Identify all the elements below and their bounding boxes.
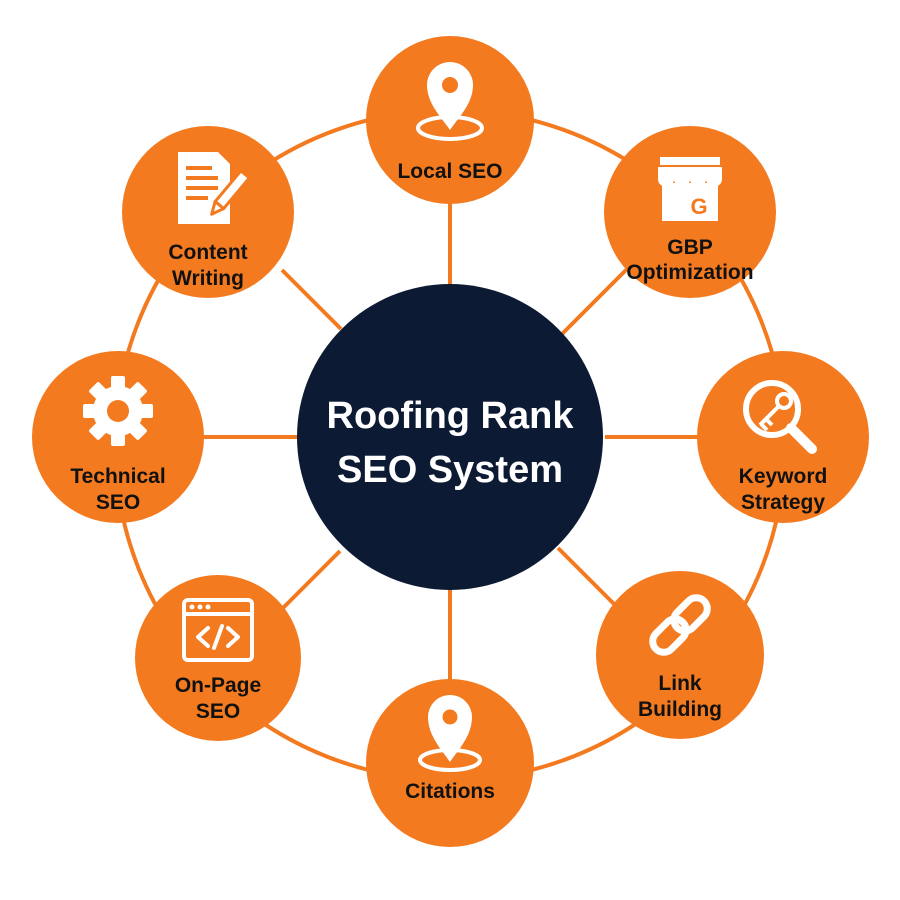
storefront-icon: G xyxy=(658,157,722,221)
center-title-line2: SEO System xyxy=(337,449,563,491)
node-label-line: On-Page xyxy=(175,674,261,697)
node-circle xyxy=(596,571,764,739)
node-keyword-strategy[interactable]: Keyword Strategy xyxy=(697,351,869,523)
node-technical-seo[interactable]: Technical SEO xyxy=(32,351,204,523)
node-on-page-seo[interactable]: On-Page SEO xyxy=(135,575,301,741)
node-circle xyxy=(366,679,534,847)
chain-link-icon xyxy=(649,594,711,656)
store-badge-letter: G xyxy=(690,194,707,219)
spoke-on-page-seo xyxy=(273,549,342,618)
node-label-line: Strategy xyxy=(741,491,825,514)
center-hub: Roofing Rank SEO System xyxy=(297,284,603,590)
node-gbp-optimization[interactable]: G GBP Optimization xyxy=(604,126,776,298)
center-circle xyxy=(297,284,603,590)
node-label-line: Content xyxy=(168,241,247,264)
node-local-seo[interactable]: Local SEO xyxy=(366,36,534,204)
key-search-icon xyxy=(743,380,817,454)
node-label-line: Building xyxy=(638,698,722,721)
node-label-line: Local SEO xyxy=(397,160,502,183)
node-citations[interactable]: Citations xyxy=(366,679,534,847)
node-label-line: Keyword xyxy=(739,465,828,488)
node-label-line: Writing xyxy=(172,267,244,290)
spoke-gbp-optimization xyxy=(560,266,630,336)
code-window-icon xyxy=(182,598,254,662)
center-title-line1: Roofing Rank xyxy=(327,395,575,437)
node-label-line: Optimization xyxy=(626,261,753,284)
gear-icon xyxy=(83,376,153,446)
node-label-line: Link xyxy=(658,672,701,695)
node-label-line: Technical xyxy=(70,465,165,488)
node-label-line: SEO xyxy=(196,700,240,723)
node-content-writing[interactable]: Content Writing xyxy=(122,126,294,298)
spoke-link-building xyxy=(556,546,620,610)
node-label-line: SEO xyxy=(96,491,140,514)
node-label-line: GBP xyxy=(667,236,713,259)
node-label-line: Citations xyxy=(405,780,495,803)
node-link-building[interactable]: Link Building xyxy=(596,571,764,739)
document-pencil-icon xyxy=(178,152,252,224)
map-pin-icon xyxy=(418,695,482,772)
spoke-content-writing xyxy=(280,268,343,331)
node-circle xyxy=(697,351,869,523)
map-pin-icon xyxy=(416,62,484,141)
